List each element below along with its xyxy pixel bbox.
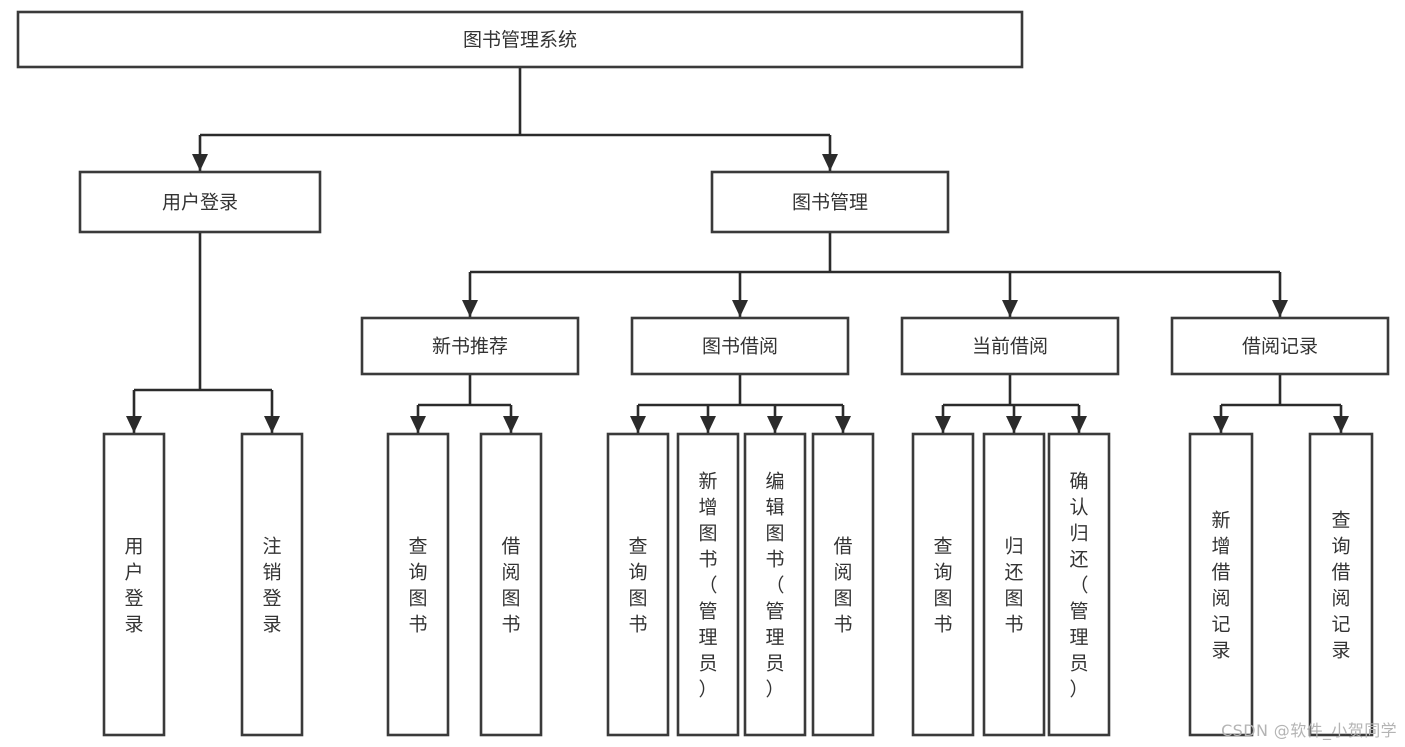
node-leaf-query-borrow-record[interactable]: 查询借阅记录	[1308, 432, 1374, 737]
node-label: 当前借阅	[972, 336, 1048, 358]
node-label: 新增借阅记录	[1211, 510, 1230, 662]
node-current-borrow[interactable]: 当前借阅	[900, 316, 1120, 376]
node-label: 用户登录	[162, 192, 238, 214]
node-boxes: 图书管理系统用户登录图书管理新书推荐图书借阅当前借阅借阅记录用户登录注销登录查询…	[16, 10, 1390, 737]
node-label: 借阅记录	[1242, 336, 1318, 358]
node-label: 查询图书	[628, 536, 647, 636]
node-leaf-logout[interactable]: 注销登录	[240, 432, 304, 737]
node-label: 确认归还（管理员）	[1069, 471, 1088, 701]
node-label: 用户登录	[124, 536, 143, 636]
connector-lines	[126, 67, 1349, 433]
node-label: 归还图书	[1004, 536, 1023, 636]
node-label: 查询借阅记录	[1331, 510, 1350, 662]
node-root-图书管理系统[interactable]: 图书管理系统	[16, 10, 1024, 69]
node-label: 新书推荐	[432, 336, 508, 358]
node-leaf-return-book[interactable]: 归还图书	[982, 432, 1046, 737]
node-label: 查询图书	[408, 536, 427, 636]
node-leaf-borrow-book-rec[interactable]: 借阅图书	[479, 432, 543, 737]
node-label: 图书管理	[792, 192, 868, 214]
node-label: 编辑图书（管理员）	[765, 471, 784, 701]
node-book-borrow[interactable]: 图书借阅	[630, 316, 850, 376]
csdn-watermark: CSDN @软件_小贺同学	[1221, 721, 1397, 740]
node-label: 借阅图书	[833, 536, 852, 636]
node-leaf-confirm-return-admin[interactable]: 确认归还（管理员）	[1047, 432, 1111, 737]
node-user-login[interactable]: 用户登录	[78, 170, 322, 234]
node-leaf-query-book-rec[interactable]: 查询图书	[386, 432, 450, 737]
node-label: 新增图书（管理员）	[698, 471, 717, 701]
node-leaf-user-login[interactable]: 用户登录	[102, 432, 166, 737]
node-book-manage[interactable]: 图书管理	[710, 170, 950, 234]
node-label: 注销登录	[262, 536, 281, 636]
node-label: 图书借阅	[702, 336, 778, 358]
node-leaf-edit-book-admin[interactable]: 编辑图书（管理员）	[743, 432, 807, 737]
node-leaf-borrow-book[interactable]: 借阅图书	[811, 432, 875, 737]
node-label: 借阅图书	[501, 536, 520, 636]
node-new-book-recommend[interactable]: 新书推荐	[360, 316, 580, 376]
node-leaf-query-book-borrow[interactable]: 查询图书	[606, 432, 670, 737]
node-leaf-add-book-admin[interactable]: 新增图书（管理员）	[676, 432, 740, 737]
node-label: 图书管理系统	[463, 29, 577, 51]
node-borrow-records[interactable]: 借阅记录	[1170, 316, 1390, 376]
node-leaf-add-borrow-record[interactable]: 新增借阅记录	[1188, 432, 1254, 737]
node-leaf-query-book-cur[interactable]: 查询图书	[911, 432, 975, 737]
node-label: 查询图书	[933, 536, 952, 636]
